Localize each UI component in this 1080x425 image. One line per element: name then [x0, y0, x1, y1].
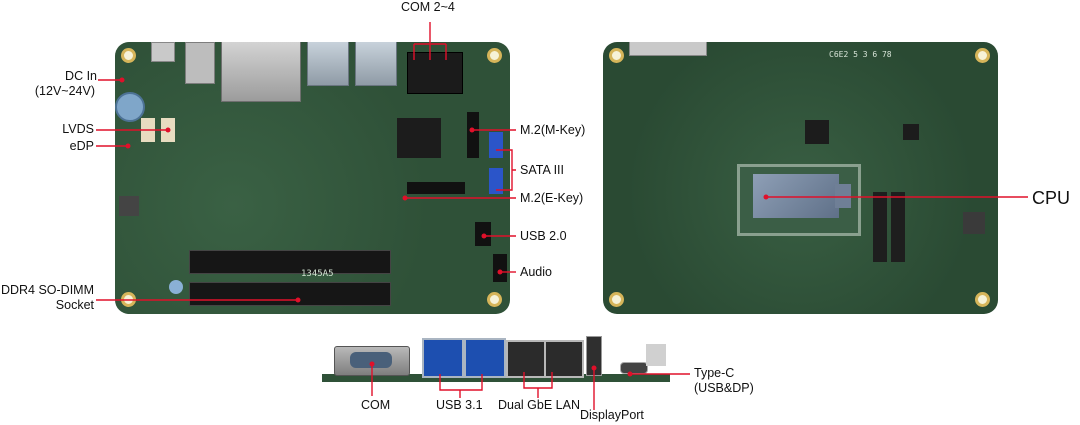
com-header	[407, 52, 463, 94]
mounting-hole	[121, 292, 136, 307]
label-com: COM	[361, 398, 391, 412]
label-typec-line1: Type-C	[694, 366, 735, 380]
mounting-hole	[487, 48, 502, 63]
mounting-hole	[975, 292, 990, 307]
inductor	[119, 196, 139, 216]
m2-ekey-slot	[407, 182, 465, 194]
label-lvds: LVDS	[62, 122, 94, 136]
lan-jack	[221, 42, 301, 102]
board-top-view: 1345A5	[115, 42, 510, 314]
label-dc-in-range: (12V~24V)	[34, 84, 95, 98]
board-bottom-view: C6E2 5 3 6 78	[603, 42, 998, 314]
typec-port	[620, 362, 648, 374]
typec-connector	[151, 42, 175, 62]
usb20-header	[475, 222, 491, 246]
lan-port	[506, 340, 546, 378]
vrm-mosfet	[873, 192, 887, 262]
label-sata: SATA III	[520, 163, 564, 177]
label-m2-ekey: M.2(E-Key)	[520, 191, 584, 205]
label-cpu: CPU	[1032, 188, 1071, 208]
pcb-edge	[322, 374, 670, 382]
label-ddr4-line1: DDR4 SO-DIMM	[0, 283, 94, 297]
label-com-2-4: COM 2~4	[401, 0, 455, 14]
dc-jack	[185, 42, 215, 84]
label-dc-in: DC In	[65, 69, 97, 83]
m2-mkey-slot	[467, 112, 479, 158]
sata-connector	[489, 168, 503, 194]
cpu-die-small	[835, 184, 851, 208]
inductor	[963, 212, 985, 234]
edp-header	[161, 118, 175, 142]
sodimm-socket	[189, 250, 391, 274]
mounting-hole	[609, 48, 624, 63]
silk-code: 1345A5	[301, 269, 334, 279]
label-usb20: USB 2.0	[520, 229, 567, 243]
lvds-header	[141, 118, 155, 142]
label-displayport: DisplayPort	[580, 408, 644, 422]
usb31-stack	[307, 42, 349, 86]
sata-connector	[489, 132, 503, 158]
capacitor	[169, 280, 183, 294]
mounting-hole	[487, 292, 502, 307]
com-db9-face	[350, 352, 392, 368]
label-typec-line2: (USB&DP)	[694, 381, 754, 395]
mounting-hole	[609, 292, 624, 307]
label-edp: eDP	[69, 139, 94, 153]
label-audio: Audio	[520, 265, 552, 279]
label-usb31: USB 3.1	[436, 398, 483, 412]
com-connector	[629, 42, 707, 56]
ic-chip	[903, 124, 919, 140]
lan-port	[544, 340, 584, 378]
label-ddr4-line2: Socket	[55, 298, 94, 312]
sodimm-socket	[189, 282, 391, 306]
cpu-die	[753, 174, 839, 218]
usb31-stack	[355, 42, 397, 86]
capacitor	[115, 92, 145, 122]
displayport-port	[586, 336, 602, 376]
power-jack	[646, 344, 666, 366]
usb31-port	[464, 338, 506, 378]
mounting-hole	[121, 48, 136, 63]
label-dual-gbe-lan: Dual GbE LAN	[498, 398, 580, 412]
ic-chip	[805, 120, 829, 144]
board-front-io-view	[322, 336, 670, 384]
vrm-mosfet	[891, 192, 905, 262]
mounting-hole	[975, 48, 990, 63]
usb31-port	[422, 338, 464, 378]
soc-chip	[397, 118, 441, 158]
label-m2-mkey: M.2(M-Key)	[520, 123, 586, 137]
audio-header	[493, 254, 507, 282]
back-silk: C6E2 5 3 6 78	[829, 50, 892, 59]
